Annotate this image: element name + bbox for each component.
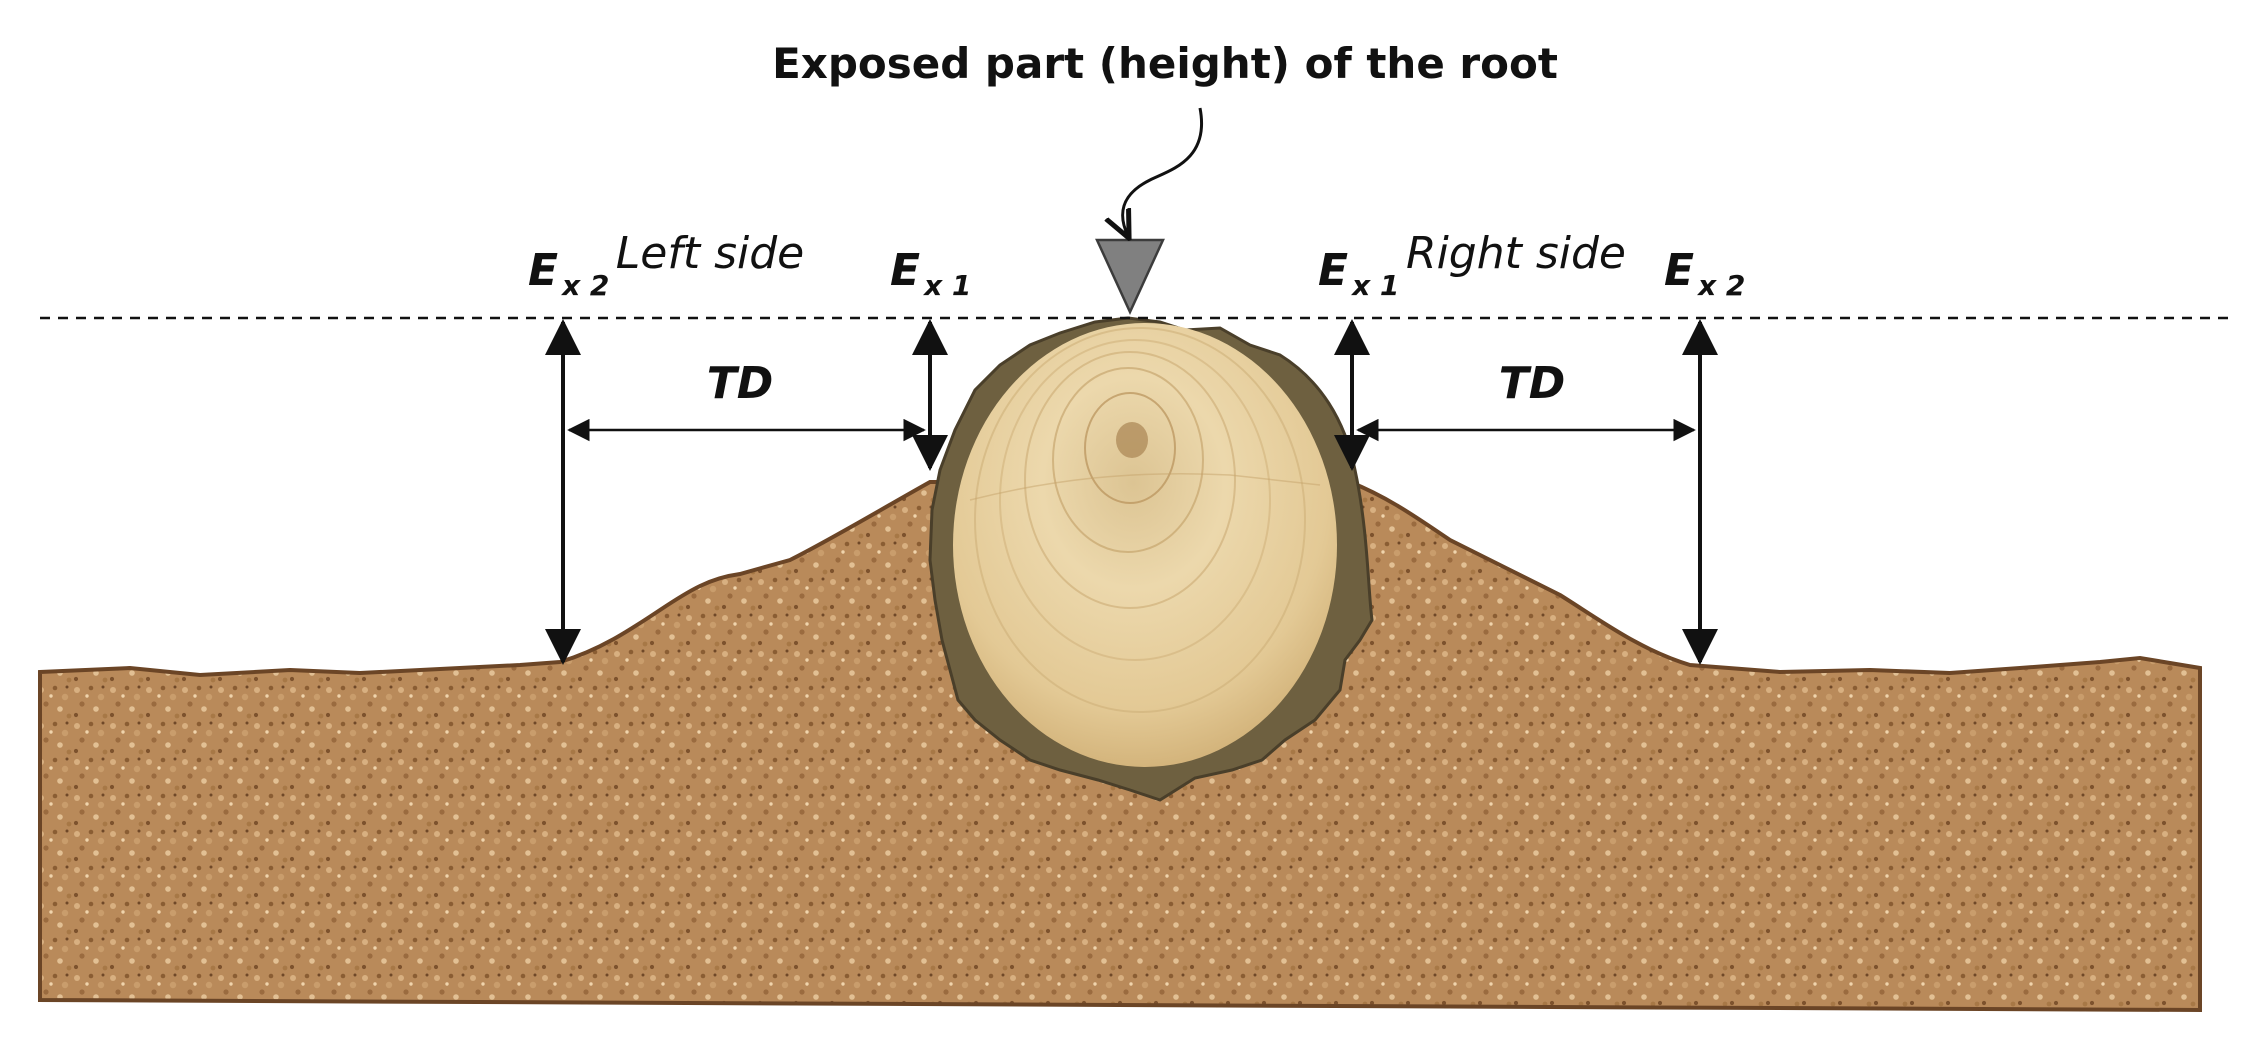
marker-main: E (1664, 245, 1694, 296)
right-side-label: Right side (1406, 228, 1626, 279)
marker-sub: x 1 (922, 269, 971, 302)
marker-main: E (1318, 245, 1348, 296)
growth-ring (1052, 367, 1204, 553)
growth-ring (1024, 351, 1236, 609)
marker-main: E (890, 245, 920, 296)
diagram-title: Exposed part (height) of the root (772, 39, 1558, 88)
root-wood (953, 323, 1337, 767)
growth-ring (999, 339, 1271, 661)
growth-ring (1084, 392, 1176, 504)
left-td-label: TD (707, 358, 774, 409)
right-td-label: TD (1499, 358, 1566, 409)
downward-triangle-icon (1095, 238, 1165, 316)
root-cross-section-icon (928, 316, 1374, 802)
marker-sub: x 1 (1350, 269, 1399, 302)
marker-sub: x 2 (560, 269, 609, 302)
left-side-label: Left side (616, 228, 804, 279)
callout-curved-arrow (1123, 107, 1204, 236)
root-pith (1116, 422, 1148, 458)
marker-main: E (528, 245, 558, 296)
marker-sub: x 2 (1696, 269, 1745, 302)
growth-ring (974, 327, 1306, 713)
wood-crack (969, 472, 1321, 501)
